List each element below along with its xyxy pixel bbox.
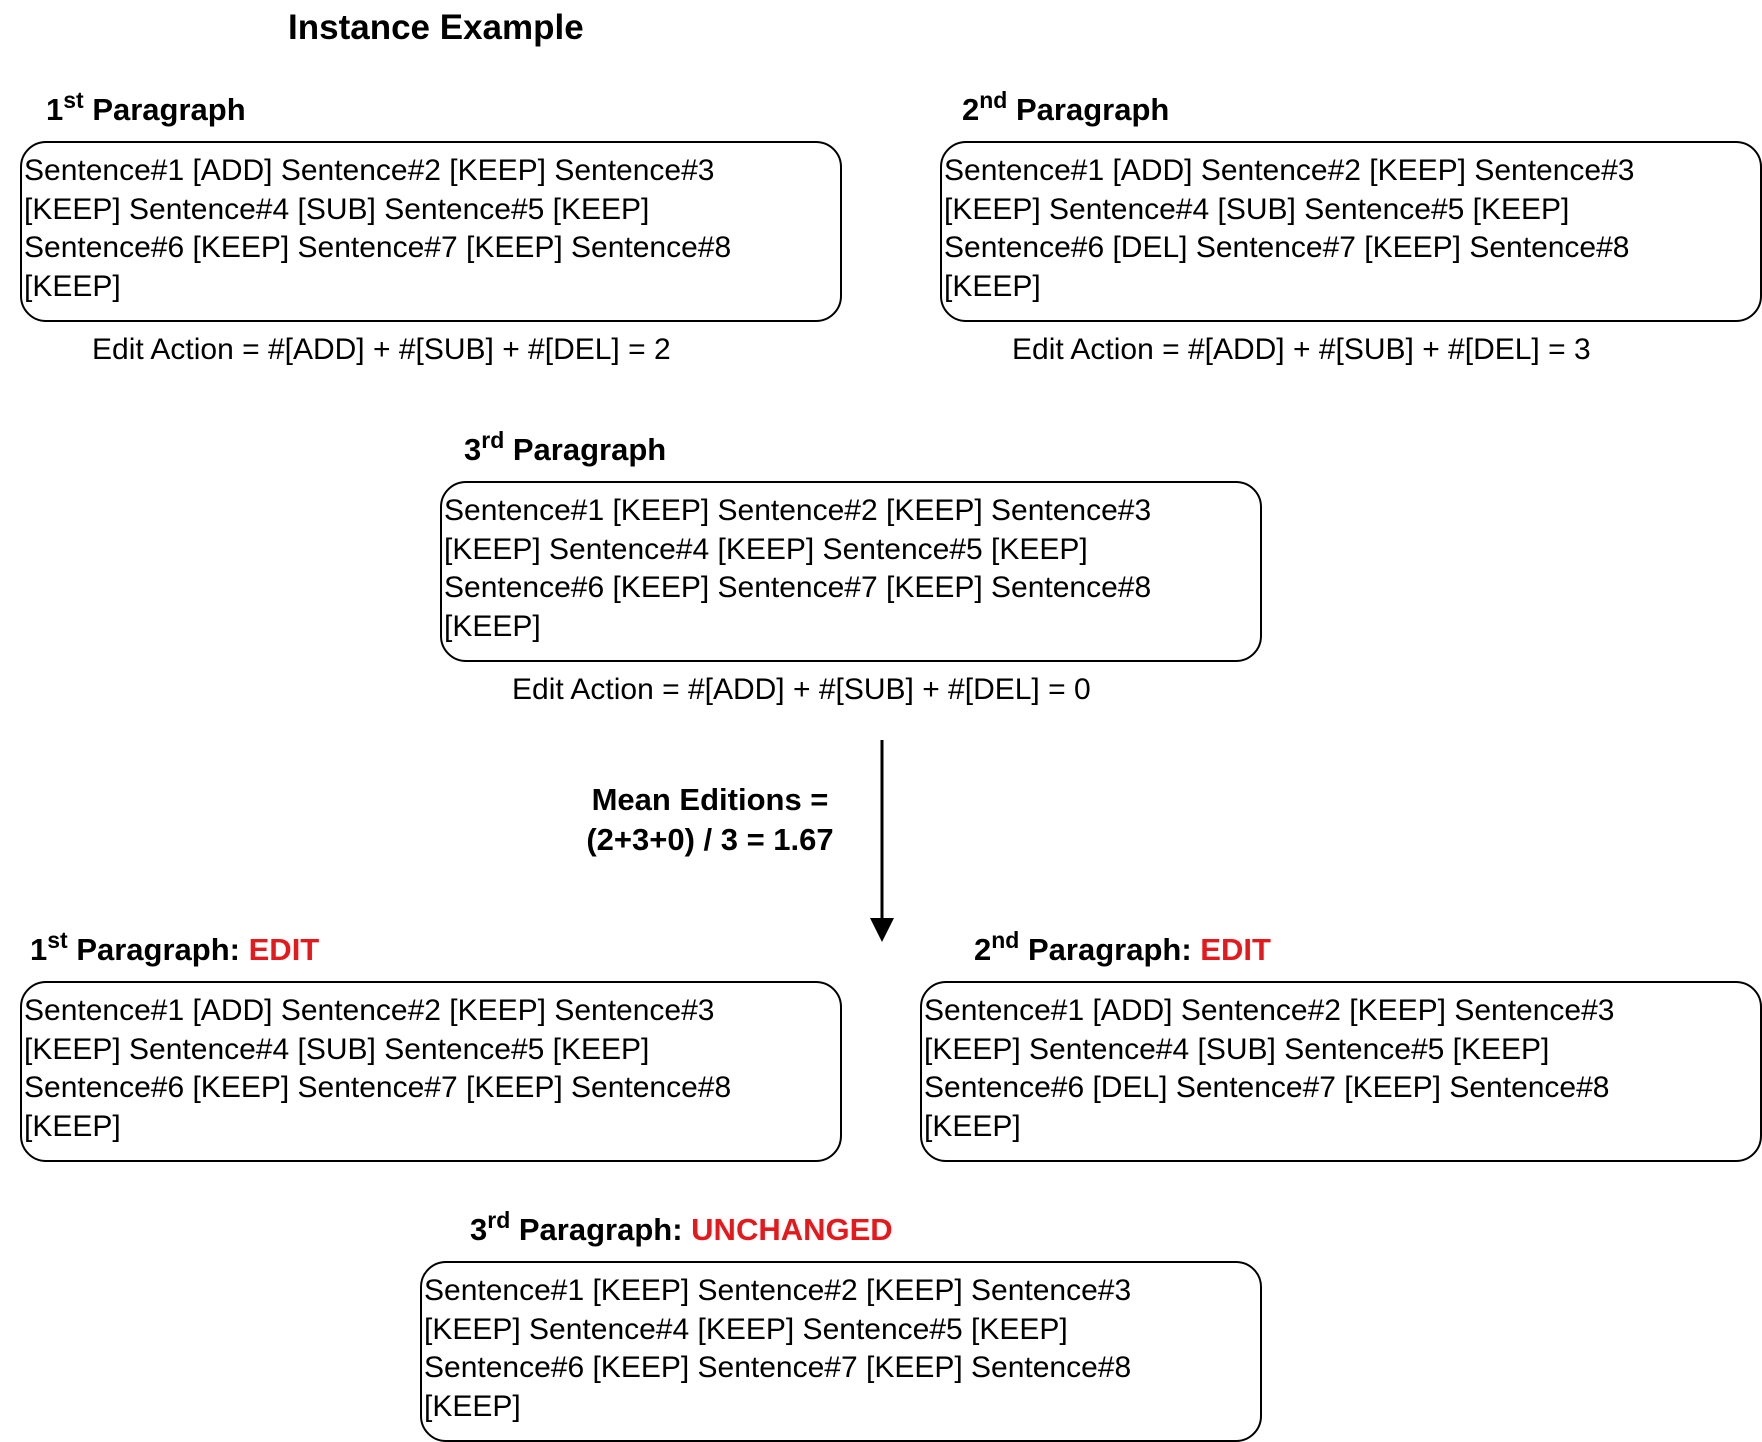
mean-editions-label: Mean Editions = (2+3+0) / 3 = 1.67 [560,780,860,860]
mean-editions-line-1: Mean Editions = [591,782,829,817]
paragraph-2-edit-action: Edit Action = #[ADD] + #[SUB] + #[DEL] =… [1012,333,1591,366]
result-3-box: Sentence#1 [KEEP] Sentence#2 [KEEP] Sent… [420,1261,1262,1442]
diagram-title: Instance Example [288,8,584,47]
paragraph-2-heading: 2nd Paragraph [962,87,1170,128]
result-1-heading: 1st Paragraph: EDIT [30,927,320,968]
paragraph-1-box: Sentence#1 [ADD] Sentence#2 [KEEP] Sente… [20,141,842,322]
result-3-status: UNCHANGED [691,1212,893,1247]
down-arrow [870,740,894,942]
result-1-box: Sentence#1 [ADD] Sentence#2 [KEEP] Sente… [20,981,842,1162]
paragraph-3-edit-action: Edit Action = #[ADD] + #[SUB] + #[DEL] =… [512,673,1091,706]
paragraph-2-box: Sentence#1 [ADD] Sentence#2 [KEEP] Sente… [940,141,1762,322]
paragraph-3-heading: 3rd Paragraph [464,427,667,468]
arrow-head [870,918,894,942]
paragraph-1-heading: 1st Paragraph [46,87,246,128]
paragraph-1-edit-action: Edit Action = #[ADD] + #[SUB] + #[DEL] =… [92,333,671,366]
mean-editions-line-2: (2+3+0) / 3 = 1.67 [586,822,834,857]
result-2-status: EDIT [1200,932,1271,967]
result-1-status: EDIT [248,932,320,967]
paragraph-3-box: Sentence#1 [KEEP] Sentence#2 [KEEP] Sent… [440,481,1262,662]
result-2-box: Sentence#1 [ADD] Sentence#2 [KEEP] Sente… [920,981,1762,1162]
result-3-heading: 3rd Paragraph: UNCHANGED [470,1207,893,1248]
result-2-heading: 2nd Paragraph: EDIT [974,927,1271,968]
